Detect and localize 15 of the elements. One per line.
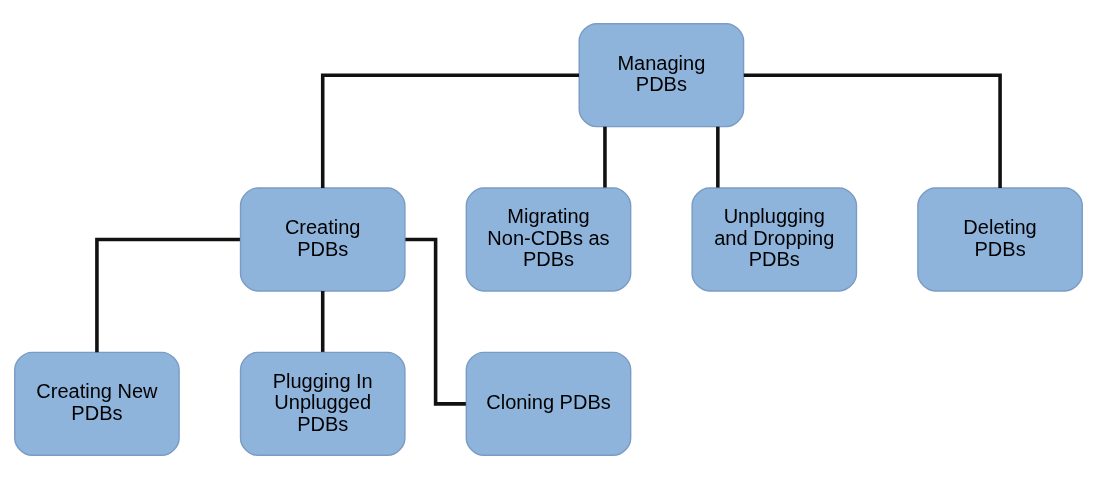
connector — [405, 237, 466, 406]
connector — [320, 72, 579, 188]
node-box: Managing PDBs — [578, 22, 745, 127]
connector — [743, 72, 1002, 188]
connector — [603, 126, 607, 188]
connector — [95, 237, 240, 352]
node-box: Deleting PDBs — [917, 186, 1083, 292]
connector — [716, 126, 720, 188]
node-box: Creating PDBs — [239, 186, 406, 292]
connector — [320, 290, 325, 352]
node-box: Cloning PDBs — [465, 351, 632, 456]
node-box: Migrating Non-CDBs as PDBs — [465, 186, 632, 292]
node-box: Unplugging and Dropping PDBs — [691, 186, 858, 292]
node-box: Plugging In Unplugged PDBs — [239, 351, 406, 456]
node-box: Creating New PDBs — [14, 351, 180, 456]
